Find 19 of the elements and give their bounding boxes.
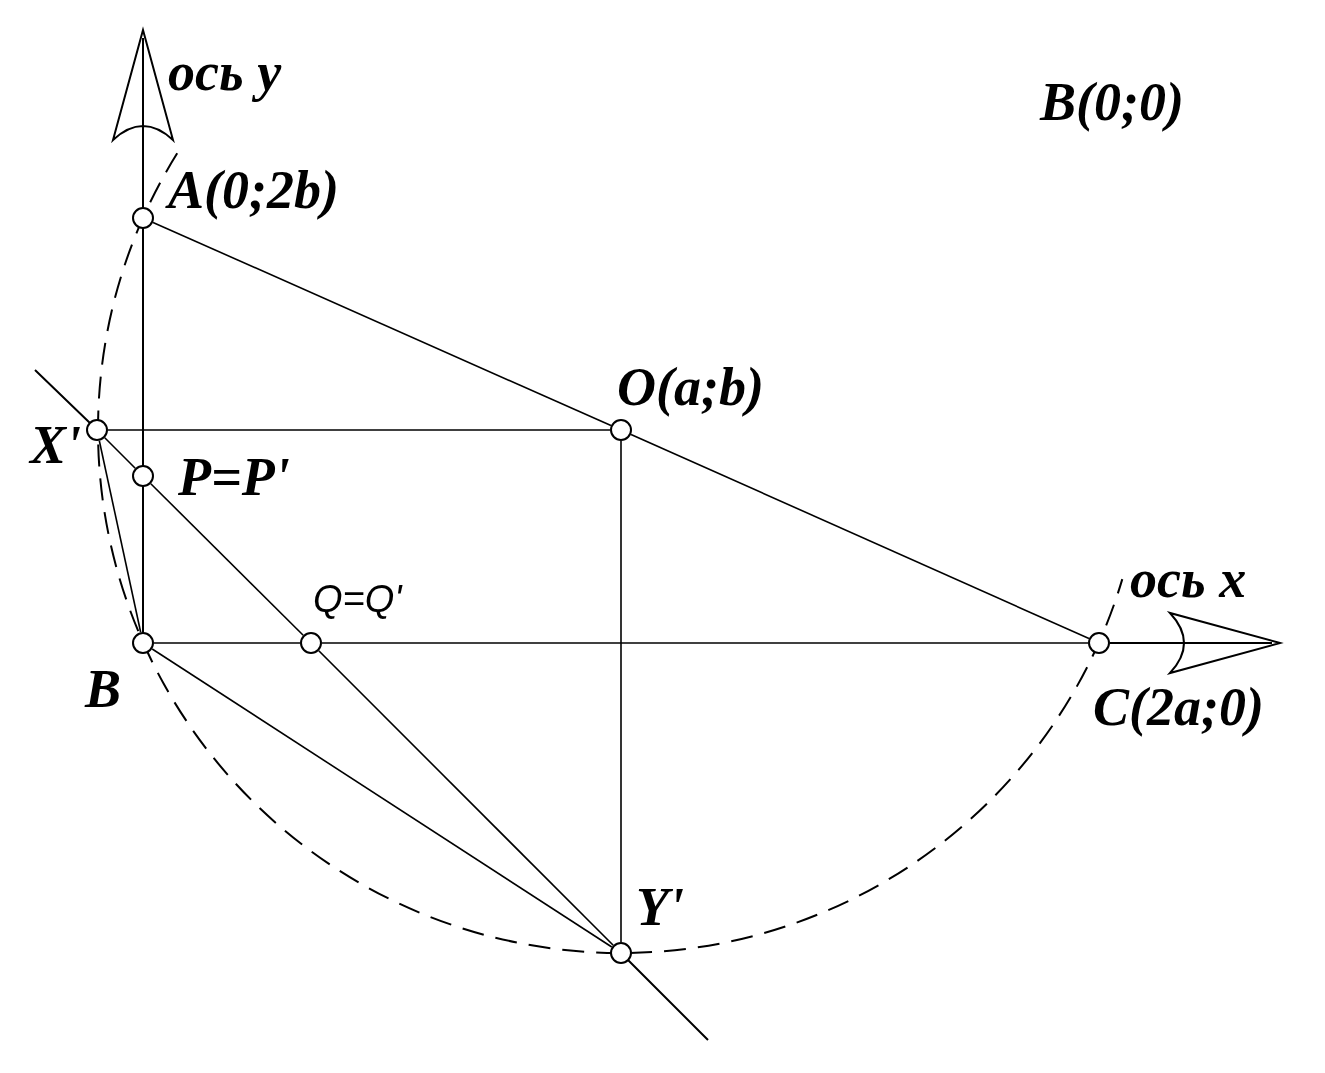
line-segment bbox=[150, 482, 304, 637]
line-segment bbox=[321, 642, 1089, 644]
point-label: Q=Q' bbox=[313, 580, 402, 618]
point-label: Y' bbox=[636, 880, 684, 934]
line-segment bbox=[98, 439, 142, 634]
line-segment bbox=[620, 440, 622, 943]
line-segment bbox=[630, 433, 1090, 640]
line-segment bbox=[104, 436, 136, 470]
line-segment bbox=[317, 650, 614, 946]
line-segment bbox=[151, 648, 613, 948]
line-segment bbox=[142, 228, 144, 466]
axis-label: ось x bbox=[1130, 552, 1247, 606]
point-label: B bbox=[85, 662, 122, 716]
line-segment bbox=[107, 429, 611, 431]
point-label: X' bbox=[30, 418, 82, 472]
line-segment bbox=[142, 486, 144, 633]
point-label: P=P' bbox=[178, 450, 290, 504]
line-segment bbox=[153, 642, 301, 644]
line-segment bbox=[152, 221, 612, 427]
